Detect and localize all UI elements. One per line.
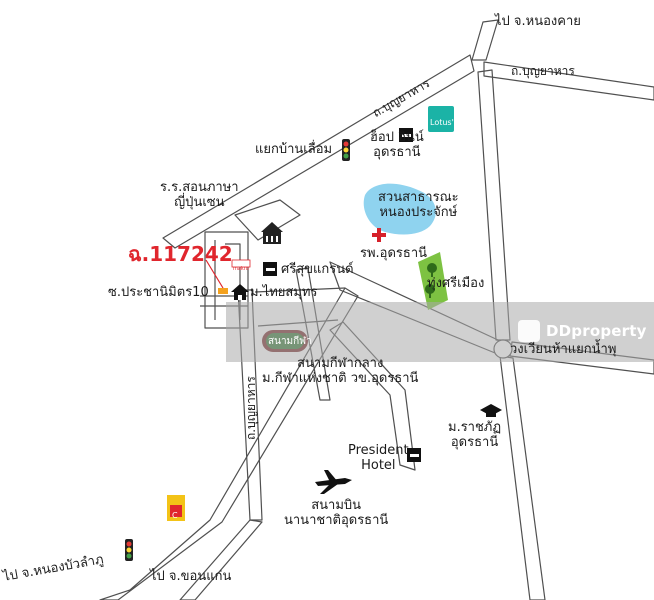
lotus-icon xyxy=(428,106,454,132)
lotus-label: Lotus's xyxy=(430,118,458,127)
label-public-park: สวนสาธารณะ หนองประจักษ์ xyxy=(378,190,459,220)
park-thung-si-muang xyxy=(418,252,448,310)
bed-icon-srisuk xyxy=(263,262,277,276)
road-right-vertical xyxy=(477,69,511,341)
label-cj: C xyxy=(172,511,178,520)
road-nongkhai xyxy=(471,19,499,61)
label-to-khon-kaen: ไป จ.ขอนแก่น xyxy=(150,569,232,584)
label-srisuk-grand: ศรีสุขแกรนด์ xyxy=(281,262,354,277)
label-central-stadium: สนามกีฬากลาง ม.กีฬาแห่งชาติ วข.อุดรธานี xyxy=(262,356,419,386)
label-airport: สนามบิน นานาชาติอุดรธานี xyxy=(284,498,389,528)
label-roundabout: วงเวียนห้าแยกน้ำพุ xyxy=(510,342,617,357)
property-marker-icon xyxy=(218,288,228,294)
watermark-logo-icon xyxy=(518,320,540,342)
graduation-cap-icon xyxy=(480,404,502,417)
traffic-light-icon-bottom xyxy=(125,539,133,561)
label-soi-prachanimit: ซ.ประชานิมิตร10 xyxy=(108,285,209,300)
school-icon xyxy=(261,222,283,244)
lake-nong-prajak xyxy=(363,183,436,235)
label-boonyahan-right: ถ.บุญยาหาร xyxy=(511,64,575,78)
road-khonkaen xyxy=(179,519,263,600)
label-hop-inn: ฮ็อป อินน์ อุดรธานี xyxy=(370,130,424,160)
road-school xyxy=(234,199,301,241)
traffic-light-icon-top xyxy=(342,139,350,161)
label-language-school: ร.ร.สอนภาษา ญี่ปุ่นเซน xyxy=(160,180,239,210)
road-roundabout-south xyxy=(499,355,546,600)
label-rajabhat: ม.ราชภัฏ อุดรธานี xyxy=(448,420,502,450)
property-pointer xyxy=(205,259,224,289)
road-left-vertical xyxy=(237,289,263,521)
label-president-hotel: President Hotel xyxy=(348,443,409,473)
label-makro: makro xyxy=(233,266,249,272)
road-boonyahan-diagonal xyxy=(162,54,475,249)
property-code: ฉ.117242 xyxy=(128,242,233,266)
airplane-icon xyxy=(315,470,352,494)
watermark-text: DDproperty xyxy=(546,322,647,340)
home-icon xyxy=(231,284,249,300)
watermark-band xyxy=(226,302,654,362)
label-intersection-ban-luam: แยกบ้านเลื่อม xyxy=(255,142,333,157)
bed-icon-president xyxy=(407,448,421,462)
label-thai-samut: ม.ไทยสมุทร xyxy=(250,285,318,300)
label-to-nong-khai: ไป จ.หนองคาย xyxy=(495,14,581,29)
label-stadium-sign: สนามกีฬา xyxy=(268,336,312,347)
label-boonyahan-left: ถ.บุญยาหาร xyxy=(244,376,258,440)
tree-icon xyxy=(425,263,437,298)
hospital-icon xyxy=(372,228,386,242)
makro-sign-icon xyxy=(231,259,251,268)
label-thung-si-muang: ทุ่งศรีเมือง xyxy=(427,276,485,291)
bed-icon-hopinn xyxy=(399,128,413,142)
label-hospital: รพ.อุดรธานี xyxy=(360,246,428,261)
